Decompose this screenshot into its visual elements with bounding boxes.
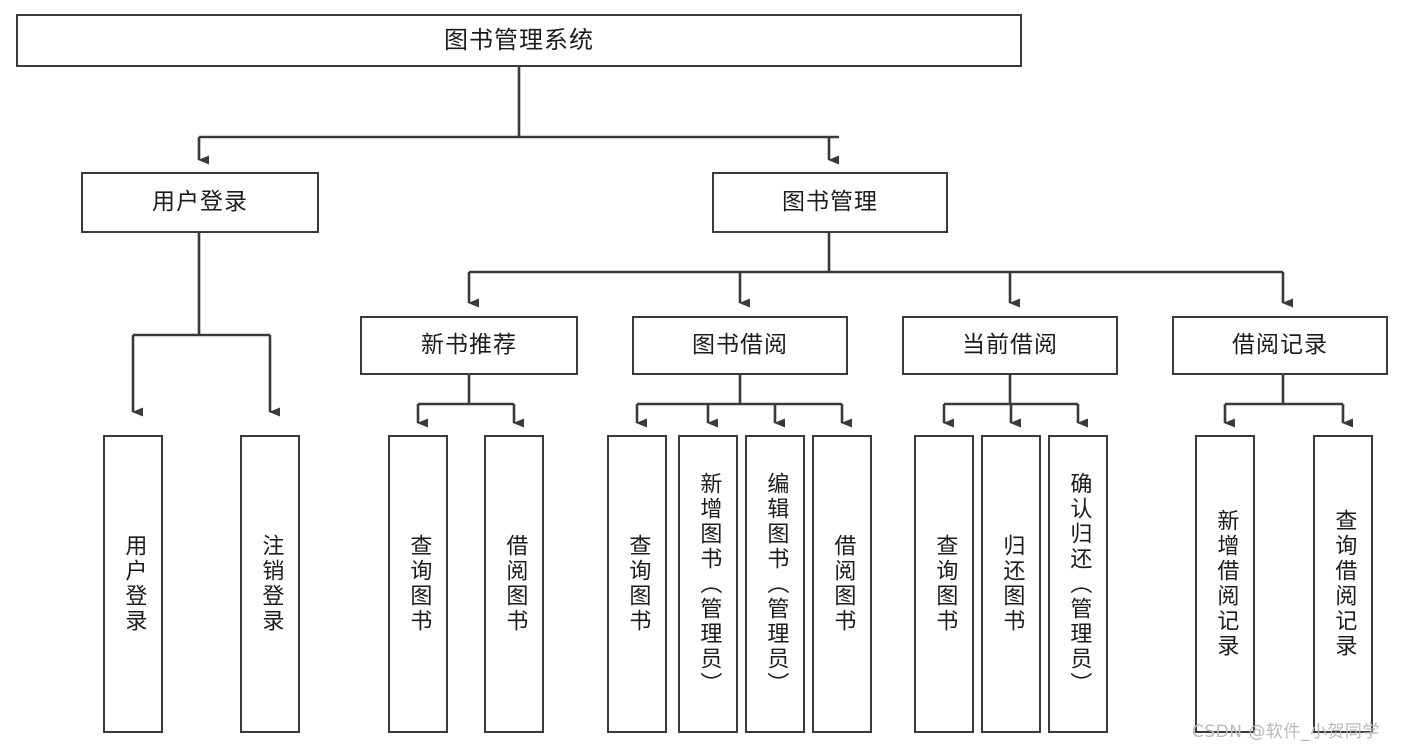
node-label: 注销登录 — [258, 534, 284, 634]
node-user-login[interactable]: 用户登录 — [81, 172, 319, 233]
node-label: 新增图书（管理员） — [696, 471, 722, 697]
node-new-book-recommend[interactable]: 新书推荐 — [360, 316, 578, 375]
node-label: 新增借阅记录 — [1213, 509, 1239, 659]
node-label: 查询图书 — [625, 534, 651, 634]
node-label: 归还图书 — [999, 534, 1025, 634]
node-label: 新书推荐 — [421, 332, 517, 359]
node-label: 借阅图书 — [502, 534, 528, 634]
node-leaf-confirm-return-admin[interactable]: 确认归还（管理员） — [1048, 435, 1108, 733]
node-label: 确认归还（管理员） — [1066, 471, 1092, 697]
node-label: 查询图书 — [932, 534, 958, 634]
csdn-watermark: CSDN @软件_小贺同学 — [1192, 722, 1380, 742]
node-label: 当前借阅 — [962, 332, 1058, 359]
node-label: 编辑图书（管理员） — [763, 471, 789, 697]
node-label: 图书管理 — [782, 189, 878, 216]
node-leaf-query-book-current[interactable]: 查询图书 — [914, 435, 974, 733]
node-label: 借阅记录 — [1232, 332, 1328, 359]
node-leaf-user-login[interactable]: 用户登录 — [103, 435, 163, 733]
node-label: 借阅图书 — [830, 534, 856, 634]
node-label: 图书借阅 — [692, 332, 788, 359]
node-leaf-edit-book-admin[interactable]: 编辑图书（管理员） — [745, 435, 805, 733]
node-leaf-add-book-admin[interactable]: 新增图书（管理员） — [678, 435, 738, 733]
node-book-borrow[interactable]: 图书借阅 — [632, 316, 848, 375]
node-label: 用户登录 — [121, 534, 147, 634]
node-leaf-add-borrow-record[interactable]: 新增借阅记录 — [1195, 435, 1255, 733]
node-leaf-borrow-book-recommend[interactable]: 借阅图书 — [484, 435, 544, 733]
node-label: 查询借阅记录 — [1331, 509, 1357, 659]
node-leaf-borrow-book[interactable]: 借阅图书 — [812, 435, 872, 733]
node-leaf-query-book-recommend[interactable]: 查询图书 — [388, 435, 448, 733]
node-leaf-query-borrow-record[interactable]: 查询借阅记录 — [1313, 435, 1373, 733]
node-label: 图书管理系统 — [444, 25, 594, 54]
node-leaf-logout[interactable]: 注销登录 — [240, 435, 300, 733]
node-label: 查询图书 — [406, 534, 432, 634]
node-borrow-record[interactable]: 借阅记录 — [1172, 316, 1388, 375]
node-leaf-return-book[interactable]: 归还图书 — [981, 435, 1041, 733]
node-leaf-query-book-borrow[interactable]: 查询图书 — [607, 435, 667, 733]
node-label: 用户登录 — [152, 189, 248, 216]
node-current-borrow[interactable]: 当前借阅 — [902, 316, 1118, 375]
node-root-book-management-system[interactable]: 图书管理系统 — [16, 14, 1022, 67]
node-book-management[interactable]: 图书管理 — [712, 172, 948, 233]
